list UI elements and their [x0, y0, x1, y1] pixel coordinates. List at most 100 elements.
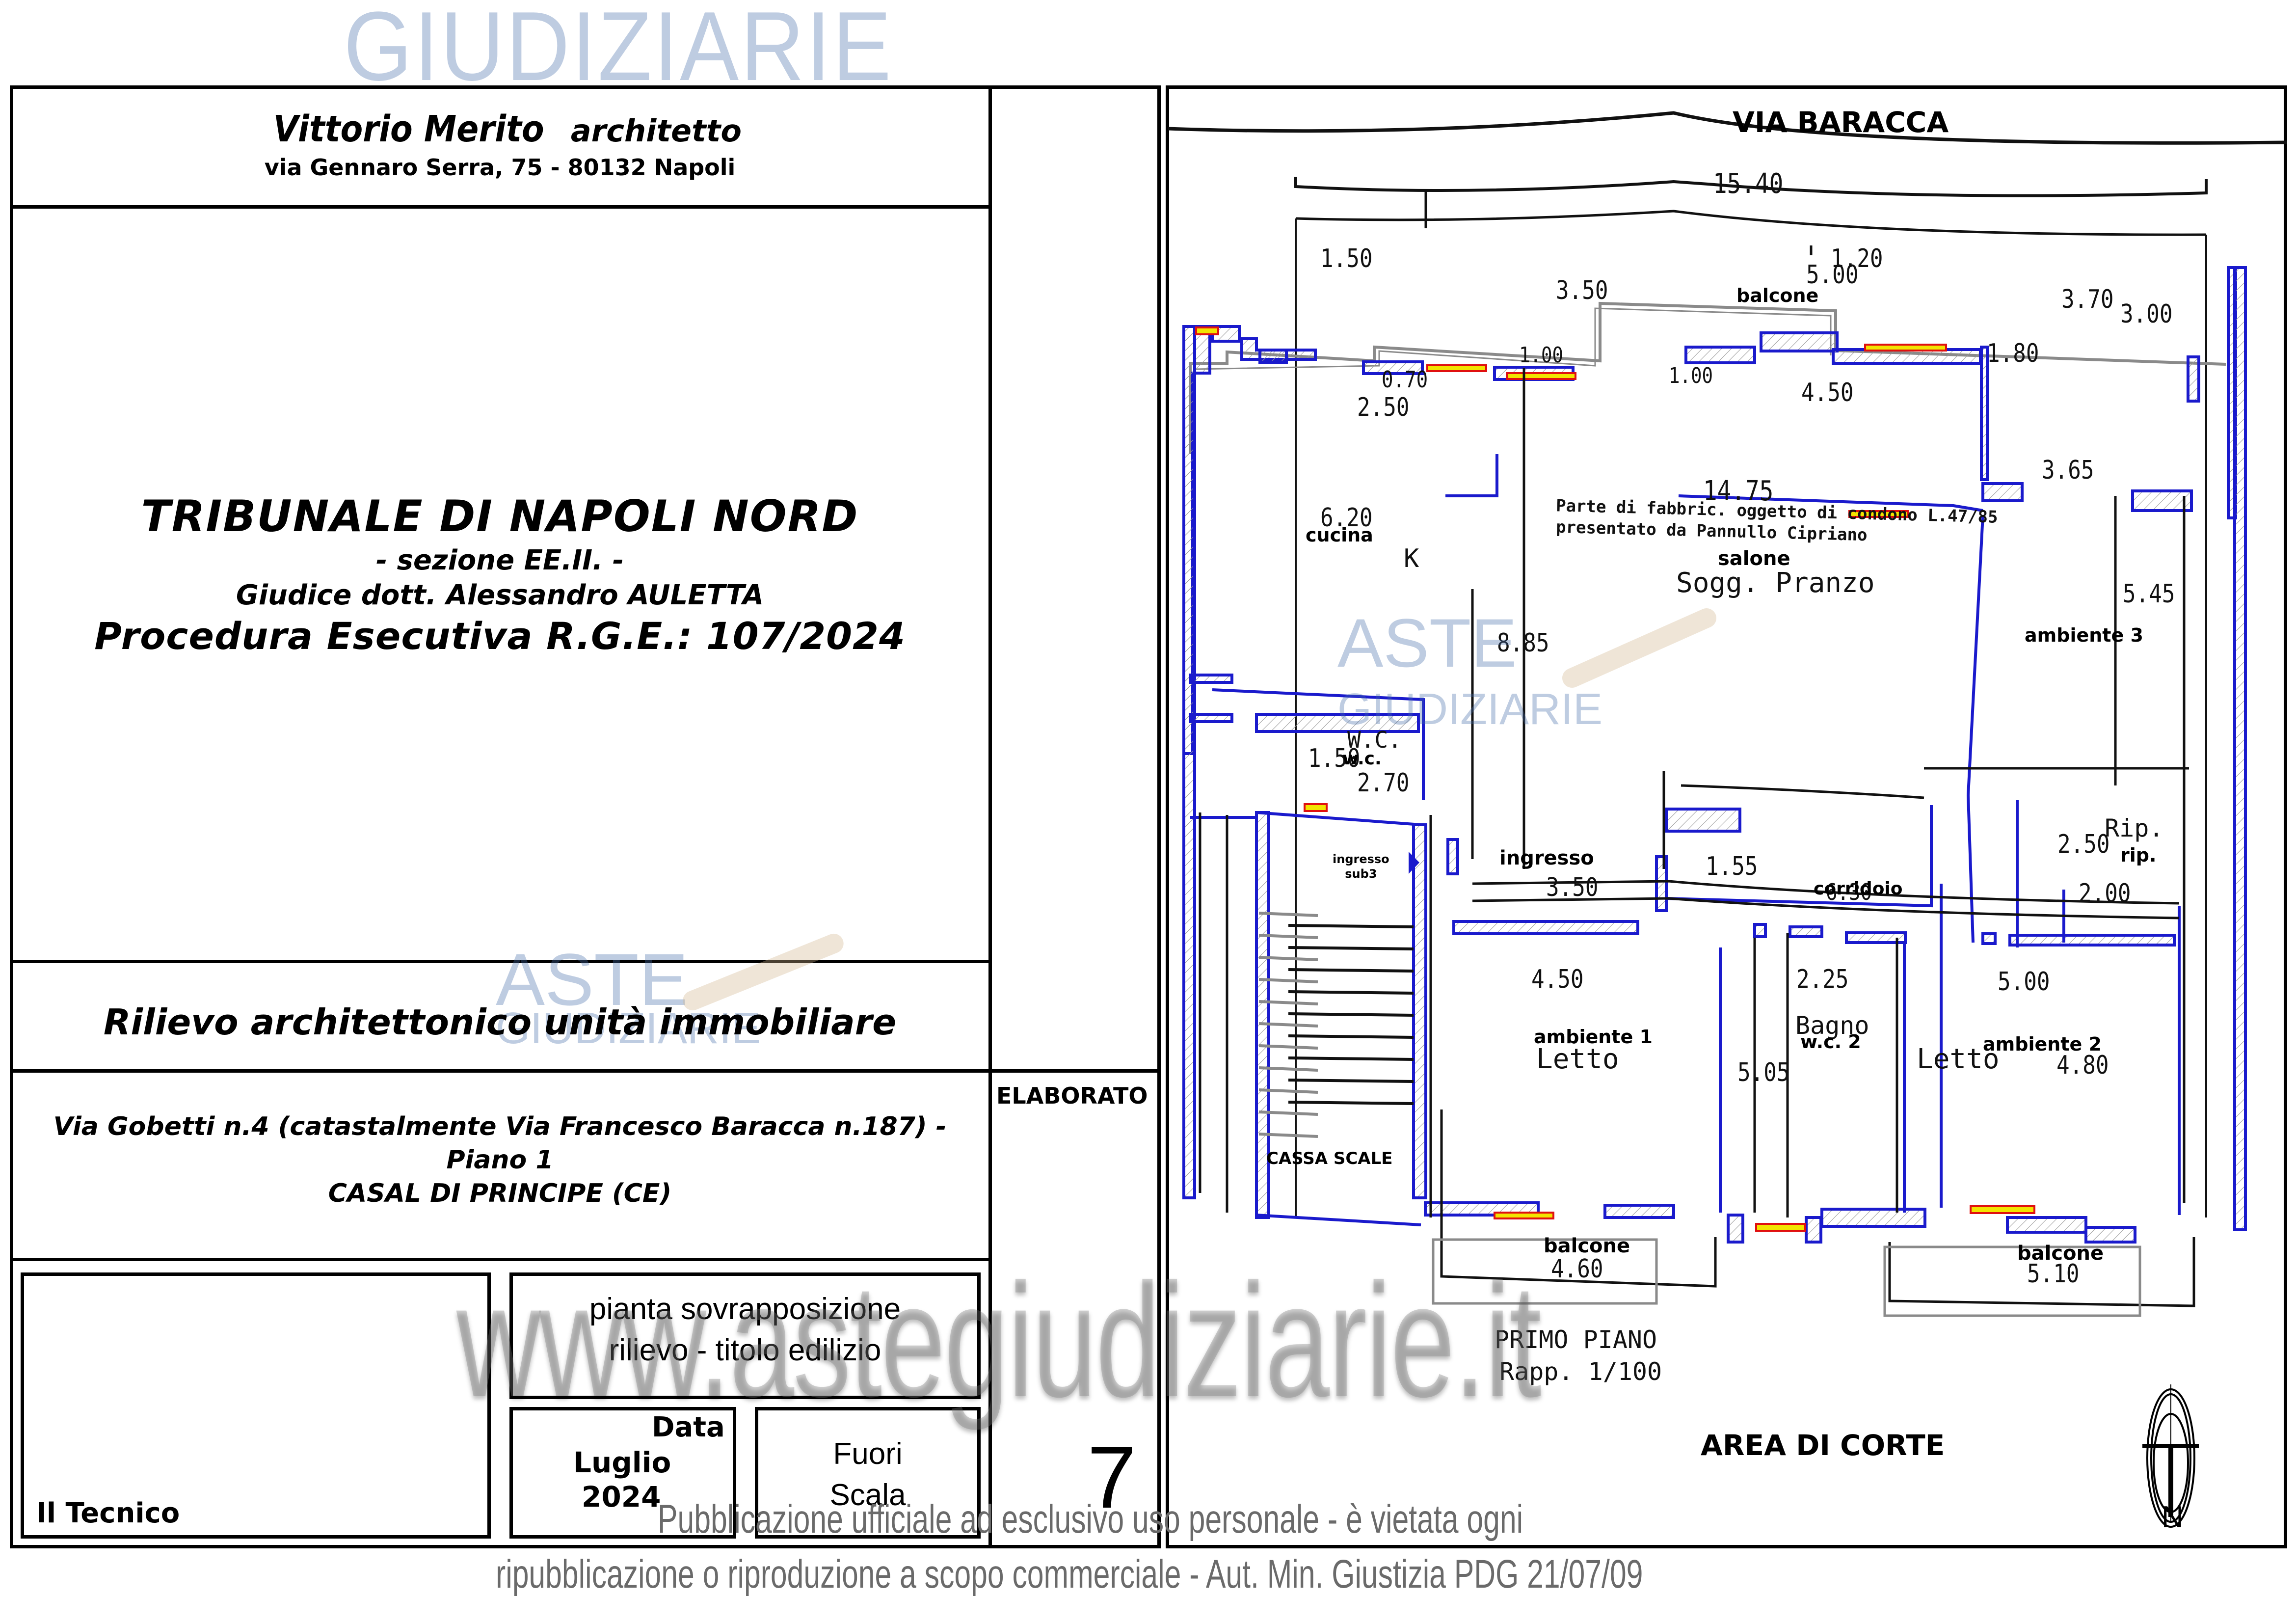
title-block-frame: [10, 85, 1161, 1548]
date-label: Data: [652, 1411, 725, 1443]
author-role: architetto: [570, 113, 742, 149]
dim-1-00-b: 1.00: [1669, 363, 1713, 388]
street-label: VIA BARACCA: [1733, 106, 1949, 139]
dim-1-50: 1.50: [1320, 244, 1373, 273]
watermark-aste: ASTE: [496, 938, 688, 1021]
dim-3-70: 3.70: [2061, 285, 2114, 314]
dim-amb1-width: 4.50: [1531, 965, 1584, 994]
dim-cucina-height: 6.20: [1320, 503, 1373, 533]
date-year: 2024: [582, 1480, 661, 1514]
dim-wc-width: 2.70: [1357, 768, 1410, 798]
divider: [10, 960, 990, 963]
author-address: via Gennaro Serra, 75 - 80132 Napoli: [264, 154, 736, 181]
dim-wc-height: 1.50: [1308, 744, 1361, 773]
dim-3-65: 3.65: [2042, 456, 2094, 485]
scale-line2: Scala: [829, 1478, 906, 1512]
floor-ratio: Rapp. 1/100: [1499, 1357, 1662, 1386]
dim-0-70: 0.70: [1382, 366, 1428, 393]
divider: [10, 205, 990, 209]
dim-balcone-right: 5.10: [2027, 1259, 2080, 1289]
room-label-rip: rip.: [2120, 844, 2157, 866]
balcone-top-label: balcone: [1736, 285, 1819, 306]
room-label-corridoio: corridoio: [1814, 879, 1903, 899]
divider: [10, 1258, 990, 1261]
entrance-arrow-icon: [1409, 852, 1419, 874]
elaborato-label: ELABORATO: [996, 1082, 1148, 1109]
dim-amb2-height: 4.80: [2056, 1051, 2109, 1080]
dim-1-20: 1.20: [1831, 244, 1883, 273]
watermark-giudiziarie: GIUDIZIARIE: [496, 1004, 761, 1053]
subject-title: Rilievo architettonico unità immobiliare: [103, 1001, 897, 1043]
watermark-giudiziarie-plan: GIUDIZIARIE: [1337, 685, 1603, 734]
drawing-title-line1: pianta sovrapposizione: [589, 1292, 901, 1326]
room-label-cassa-scale: CASSA SCALE: [1266, 1149, 1393, 1168]
location-line1: Via Gobetti n.4 (catastalmente Via Franc…: [53, 1112, 947, 1141]
author-block: Vittorio Merito architetto via Gennaro S…: [10, 108, 990, 181]
room-old-label-bagno: Bagno: [1795, 1011, 1869, 1040]
room-label-ambiente2: ambiente 2: [1983, 1033, 2102, 1055]
divider: [10, 1069, 1161, 1073]
scale-line1: Fuori: [833, 1437, 903, 1471]
drawing-title-box: [509, 1272, 981, 1399]
north-label: N: [2162, 1500, 2184, 1534]
scale-value: Fuori Scala: [755, 1434, 981, 1516]
dim-2-50-top: 2.50: [1357, 393, 1410, 422]
dim-corr-height: 1.55: [1706, 852, 1758, 881]
elaborato-number: 7: [1087, 1428, 1137, 1527]
dim-salone-height: 8.85: [1497, 628, 1549, 658]
floor-plan-drawing: [1168, 111, 2288, 1528]
room-label-cucina: cucina: [1306, 524, 1373, 546]
drawing-frame: [1166, 85, 2287, 1548]
date-box: [509, 1407, 736, 1539]
dim-total-width: 15.40: [1713, 168, 1784, 200]
dim-3-00: 3.00: [2120, 299, 2173, 329]
court-judge: Giudice dott. Alessandro AULETTA: [236, 579, 764, 611]
dim-rip-height: 2.50: [2057, 830, 2110, 859]
elaborato-divider: [988, 85, 992, 1548]
floor-plan: [1166, 85, 2288, 1548]
watermark-giudiziarie-top: GIUDIZIARIE: [344, 0, 893, 101]
technician-signature-box: [21, 1272, 491, 1539]
dim-1-80: 1.80: [1987, 339, 2039, 368]
technician-label: Il Tecnico: [36, 1497, 180, 1529]
author-name: Vittorio Merito: [273, 108, 544, 150]
room-label-bagno: w.c. 2: [1800, 1031, 1861, 1053]
room-old-label-k: K: [1404, 544, 1419, 573]
courtyard-label: AREA DI CORTE: [1701, 1429, 1945, 1462]
room-label-salone: salone: [1718, 547, 1790, 570]
scale-box: [755, 1407, 981, 1539]
room-old-label-wc: W.C.: [1347, 727, 1402, 753]
room-old-label-letto-1: Letto: [1536, 1043, 1619, 1075]
room-label-wc: w.c.: [1342, 749, 1382, 769]
dim-bagno-width: 2.25: [1796, 965, 1849, 994]
court-block: TRIBUNALE DI NAPOLI NORD - sezione EE.II…: [10, 491, 990, 658]
room-label-balcone-left: balcone: [1544, 1235, 1630, 1257]
author-line: Vittorio Merito architetto: [10, 108, 990, 150]
watermark-site: www.astegiudiziarie.it: [456, 1249, 1542, 1431]
dim-balcone-left: 4.60: [1551, 1254, 1603, 1284]
dim-1-00-a: 1.00: [1519, 343, 1564, 368]
dim-3-50-top: 3.50: [1556, 276, 1608, 305]
location-line3: CASAL DI PRINCIPE (CE): [328, 1179, 672, 1208]
location-line2: Piano 1: [446, 1145, 554, 1175]
dim-amb2-width: 5.00: [1998, 967, 2050, 997]
room-label-ambiente3: ambiente 3: [2025, 624, 2143, 646]
date-month: Luglio: [573, 1446, 671, 1479]
dim-5-00-top: 5.00: [1806, 260, 1859, 290]
room-label-ingresso-sub3: ingresso sub3: [1333, 852, 1389, 881]
procedure-number: Procedura Esecutiva R.G.E.: 107/2024: [94, 614, 906, 658]
dim-corr-width: 6.30: [1826, 879, 1872, 905]
room-label-balcone-right: balcone: [2017, 1242, 2104, 1265]
drawing-title-line2: rilievo - titolo edilizio: [609, 1333, 881, 1367]
watermark-aste-plan: ASTE: [1337, 604, 1517, 681]
room-label-ingresso: ingresso: [1499, 847, 1594, 869]
dim-amb3-height: 5.45: [2123, 579, 2175, 609]
dim-inner-width: 14.75: [1703, 475, 1774, 507]
court-name: TRIBUNALE DI NAPOLI NORD: [141, 491, 859, 541]
dim-4-50-top: 4.50: [1801, 378, 1854, 407]
dim-rip-width: 2.00: [2079, 879, 2131, 908]
north-arrow-icon: [2142, 1384, 2199, 1528]
room-old-label-rip: Rip.: [2105, 814, 2164, 842]
room-old-label-sogg-pranzo: Sogg. Pranzo: [1676, 567, 1875, 599]
dim-bagno-height: 5.05: [1737, 1058, 1790, 1087]
